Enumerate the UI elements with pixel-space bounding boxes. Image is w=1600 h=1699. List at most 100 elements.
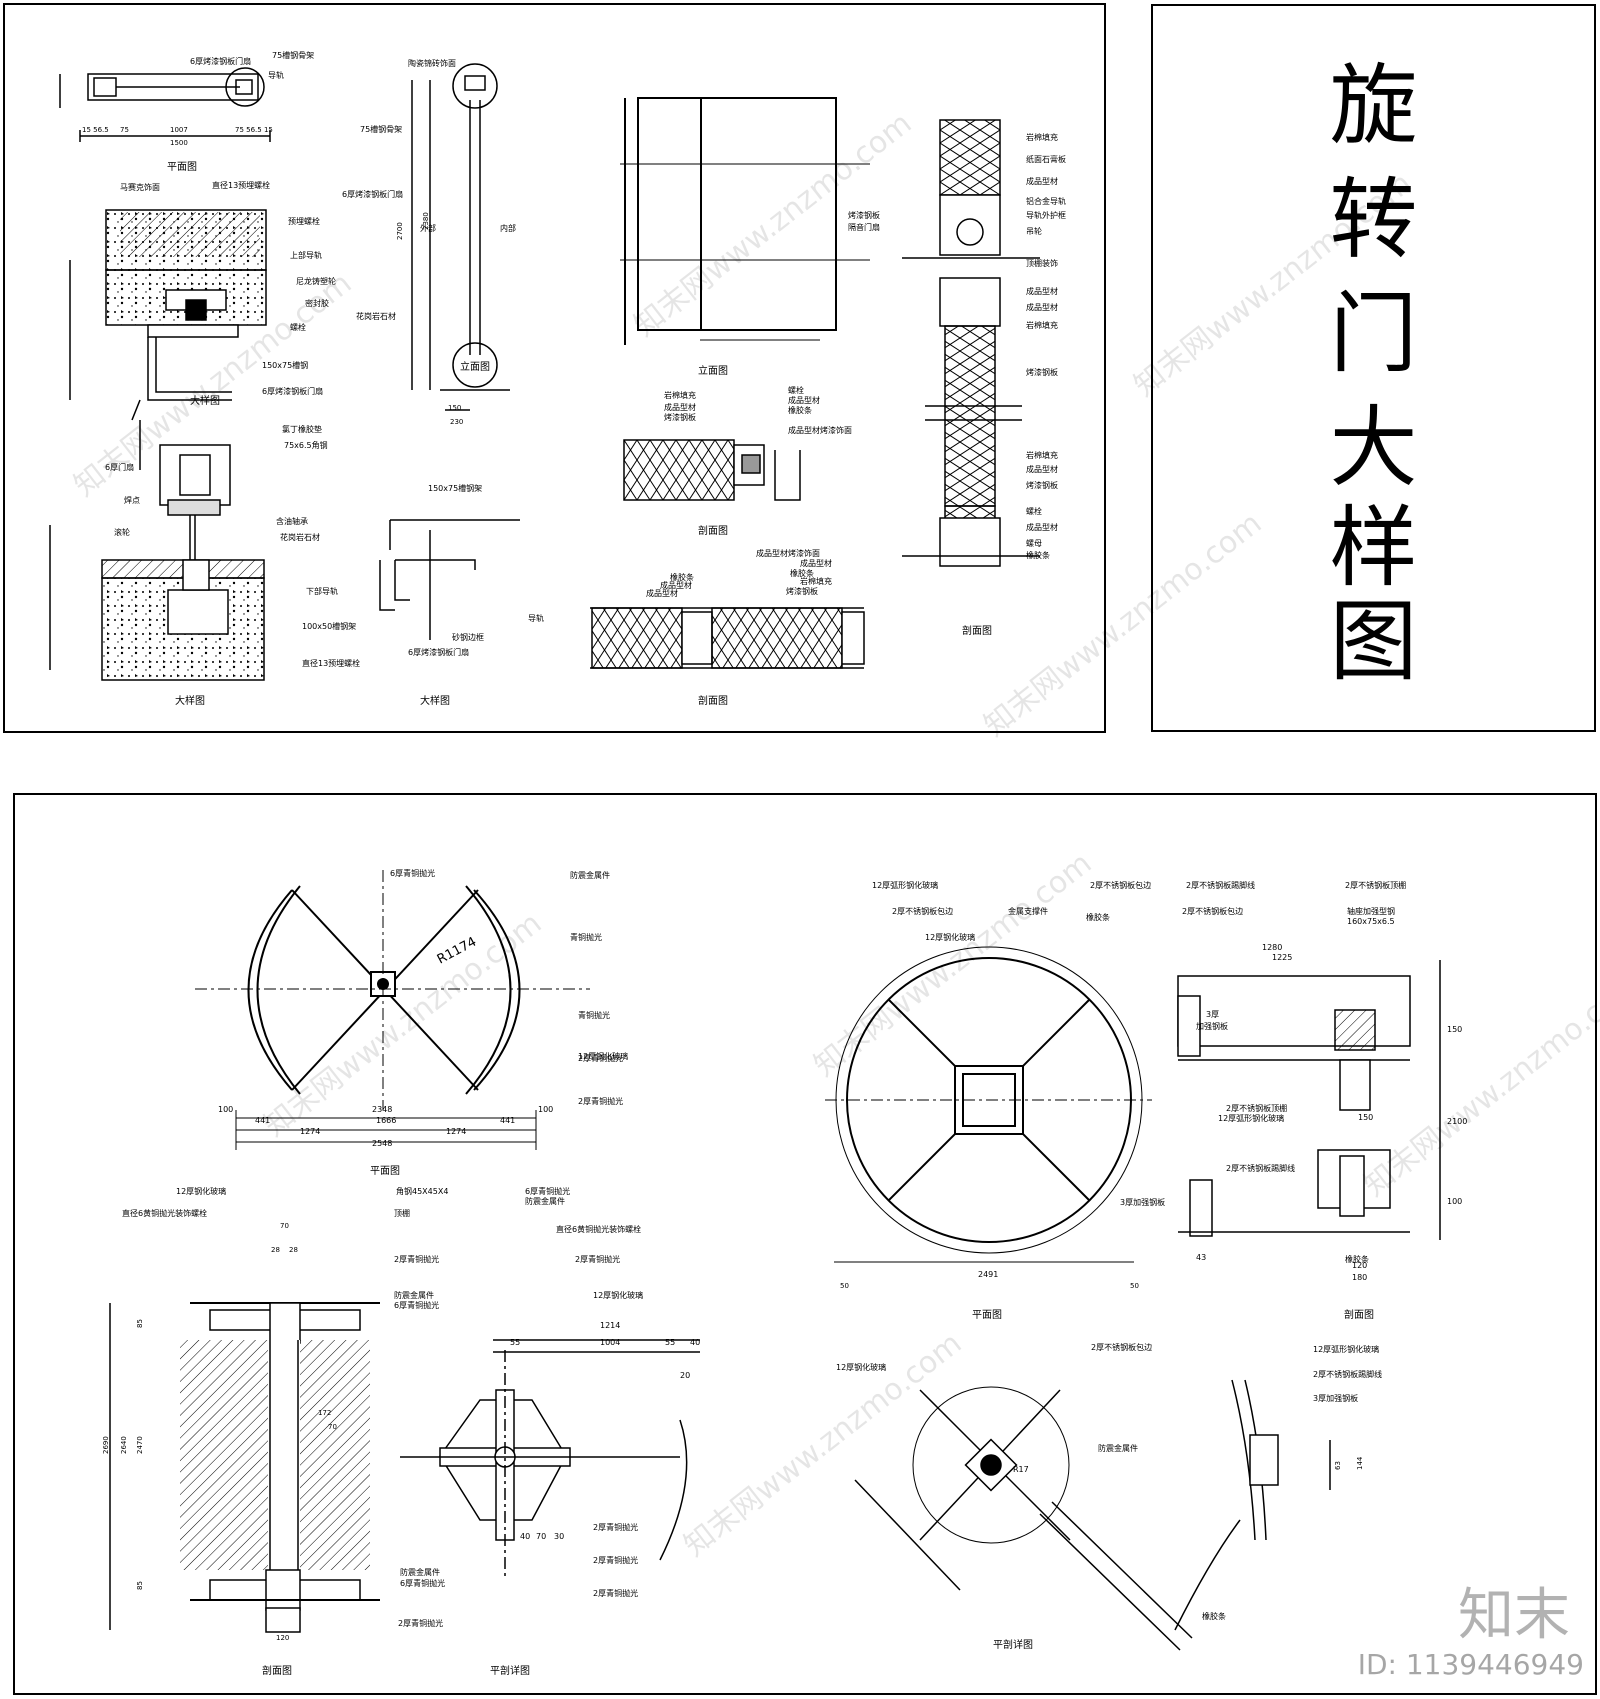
drawing-label: 6厚青铜抛光 [400, 1578, 445, 1588]
bottom-plan2 [825, 946, 1152, 1263]
top-detail-c [379, 519, 520, 640]
drawing-caption: 平剖详图 [490, 1664, 530, 1677]
drawing-label: 30 [554, 1532, 564, 1541]
drawing-label: 岩棉填充 [1026, 320, 1058, 330]
drawing-label: 青铜抛光 [578, 1010, 610, 1020]
drawing-label: 6厚青铜抛光 [390, 868, 435, 878]
drawing-label: 岩棉填充 [664, 390, 696, 400]
drawing-label: 防震金属件 [394, 1290, 434, 1300]
bottom-section1 [109, 1302, 380, 1633]
drawing-label: 150x75槽钢 [262, 360, 308, 370]
drawing-label: 2厚青铜抛光 [578, 1053, 623, 1063]
drawing-label: 85 [136, 1319, 144, 1328]
drawing-label: 含油轴承 [276, 516, 308, 526]
drawing-label: 20 [680, 1371, 690, 1380]
image-id: ID: 1139446949 [1357, 1648, 1584, 1681]
brand-logo: 知末 [1458, 1583, 1570, 1648]
drawing-caption: 立面图 [698, 364, 728, 377]
drawing-label: 烤漆钢板 [1026, 367, 1058, 377]
drawing-label: R17 [1013, 1465, 1029, 1474]
drawing-label: 3厚 [1206, 1010, 1219, 1019]
drawing-label: 1274 [446, 1127, 466, 1136]
drawing-caption: 平面图 [167, 161, 197, 173]
drawing-label: 2厚不锈钢板踢脚线 [1186, 880, 1255, 890]
drawing-label: 成品型材 [646, 588, 678, 598]
drawing-label: 密封胶 [305, 298, 329, 308]
drawing-label: 氯丁橡胶垫 [282, 424, 322, 434]
drawing-label: 1007 [170, 126, 188, 134]
drawing-label: 2厚不锈钢板踢脚线 [1226, 1163, 1295, 1173]
top-section-c [590, 607, 865, 669]
drawing-label: 2厚青铜抛光 [593, 1588, 638, 1598]
drawing-label: 橡胶条 [1345, 1254, 1369, 1264]
drawing-label: 橡胶条 [1026, 550, 1050, 560]
drawing-label: 2厚青铜抛光 [593, 1522, 638, 1532]
bottom-plan-detail2 [854, 1386, 1241, 1651]
drawing-label: 85 [136, 1581, 144, 1590]
drawing-label: 防震金属件 [570, 870, 610, 880]
drawing-label: 2厚不锈钢板包边 [892, 906, 953, 916]
drawing-label: 43 [1196, 1253, 1206, 1262]
drawing-label: 烤漆钢板 [1026, 480, 1058, 490]
drawing-label: 成品型材 [800, 558, 832, 568]
drawing-label: 2厚青铜抛光 [593, 1555, 638, 1565]
drawing-label: 1280 [1262, 943, 1282, 952]
drawing-label: 28 [271, 1246, 280, 1254]
drawing-label: 直径13预埋螺栓 [212, 180, 270, 190]
drawing-label: 100 [538, 1105, 553, 1114]
drawing-label: 橡胶条 [788, 405, 812, 415]
drawing-label: 2厚青铜抛光 [578, 1096, 623, 1106]
title-char: 旋 [1329, 54, 1418, 157]
drawing-label: 砂钢边框 [452, 632, 484, 642]
drawing-label: 12厚钢化玻璃 [925, 932, 975, 942]
drawing-label: 内部 [500, 223, 516, 233]
drawing-caption: 平面图 [370, 1165, 400, 1177]
drawing-label: 防震金属件 [1098, 1443, 1138, 1453]
drawing-label: 2548 [372, 1139, 392, 1148]
drawing-label: 成品型材烤漆饰面 [788, 425, 852, 435]
bottom-section2 [1177, 960, 1441, 1240]
drawing-label: 焊点 [124, 495, 140, 505]
drawing-label: 加强钢板 [1196, 1021, 1228, 1031]
drawing-label: 28 [289, 1246, 298, 1254]
drawing-label: 螺母 [1026, 538, 1042, 548]
drawing-caption: 剖面图 [1344, 1308, 1374, 1321]
drawing-label: 角钢45X45X4 [396, 1186, 448, 1196]
drawing-label: 120 [276, 1634, 289, 1642]
drawing-label: 2厚不锈钢板包边 [1182, 906, 1243, 916]
drawing-label: 2640 [120, 1436, 128, 1454]
drawing-label: 成品型材 [664, 402, 696, 412]
drawing-label: 172 [318, 1409, 331, 1417]
drawing-caption: 大样图 [175, 694, 205, 707]
drawing-label: 成品型材 [1026, 286, 1058, 296]
drawing-label: 1666 [376, 1116, 396, 1125]
drawing-label: 2厚青铜抛光 [575, 1254, 620, 1264]
bottom-plan1 [195, 870, 590, 1150]
drawing-label: 尼龙铸塑轮 [296, 276, 336, 286]
drawing-label: 150 [448, 404, 461, 412]
drawing-label: 2380 [422, 212, 430, 230]
drawing-label: 2厚不锈钢板顶棚 [1226, 1103, 1287, 1113]
drawing-label: 直径6黄铜抛光装饰螺栓 [556, 1224, 641, 1234]
drawing-label: 烤漆钢板 [848, 210, 880, 220]
drawing-label: 橡胶条 [790, 568, 814, 578]
drawing-label: 12厚弧形钢化玻璃 [1218, 1113, 1284, 1123]
bottom-detail3 [1231, 1379, 1331, 1541]
drawing-label: 螺栓 [788, 385, 804, 395]
drawing-label: 岩棉填充 [1026, 132, 1058, 142]
drawing-caption: 剖面图 [698, 694, 728, 707]
drawing-label: 烤漆钢板 [786, 586, 818, 596]
drawing-label: 6厚烤漆钢板门扇 [342, 189, 403, 199]
drawing-label: 12厚钢化玻璃 [578, 1051, 628, 1061]
top-detail-a [69, 209, 267, 421]
drawing-label: 2厚不锈钢板踢脚线 [1313, 1369, 1382, 1379]
drawing-label: 直径6黄铜抛光装饰螺栓 [122, 1208, 207, 1218]
drawing-label: 230 [450, 418, 463, 426]
top-detail-b [49, 420, 265, 681]
drawing-label: 75 56.5 15 [235, 126, 273, 134]
drawing-caption: 平剖详图 [993, 1638, 1033, 1651]
top-plan [59, 67, 271, 142]
top-frame [3, 3, 1106, 733]
drawing-label: 40 [690, 1338, 700, 1347]
